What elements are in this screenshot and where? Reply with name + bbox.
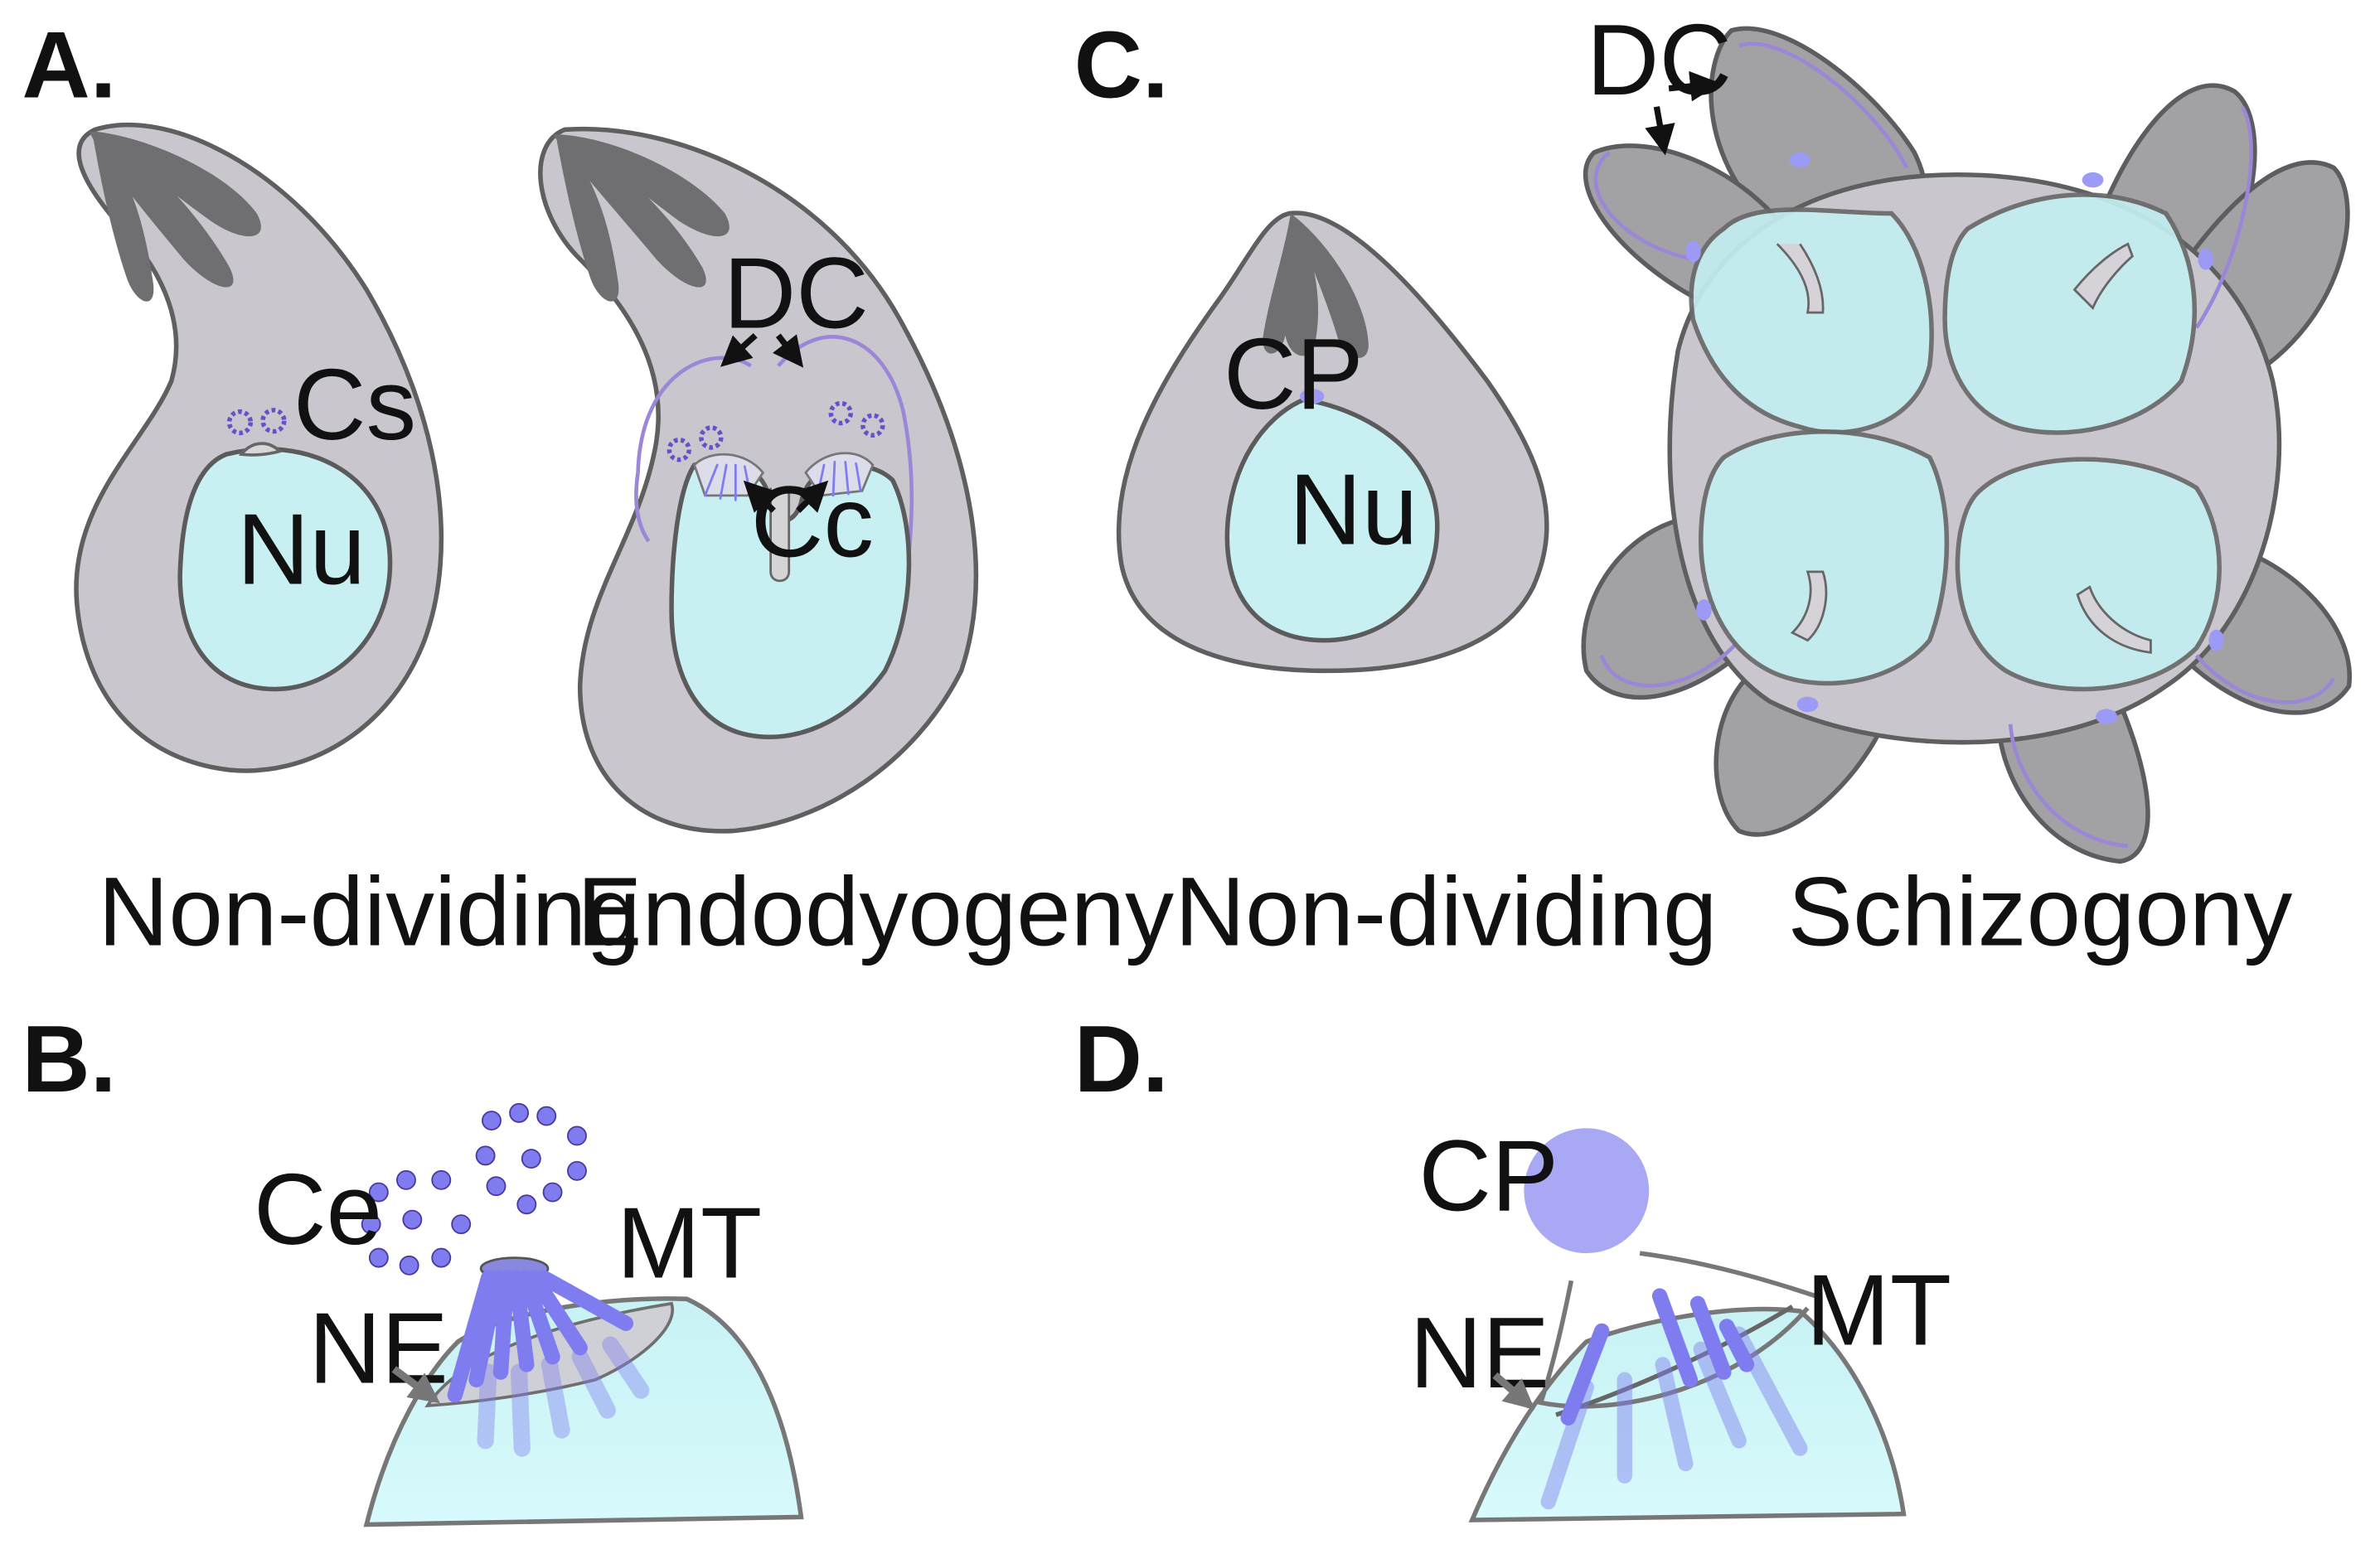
arrow-dc-right [772, 333, 804, 368]
nuclear-envelope-top [1639, 1251, 1816, 1299]
rhoptry-cluster [1263, 213, 1369, 359]
label-cc: Cc [751, 465, 874, 578]
panel-b: B. Ce [22, 1007, 804, 1527]
label-ne: NE [1409, 1296, 1549, 1409]
panel-d: D. CP MT NE [1074, 1007, 1951, 1522]
centrosome-1 [361, 1169, 472, 1276]
rhoptry-cluster [552, 133, 730, 302]
arrow-cc-right [796, 480, 829, 513]
arrow-dc-left [720, 332, 758, 367]
label-cs: Cs [293, 348, 416, 461]
panel-b-letter: B. [22, 1007, 116, 1112]
arrow-ne [1492, 1372, 1535, 1410]
nucleus-bottom-left [1696, 428, 1950, 713]
label-nu: Nu [237, 493, 366, 606]
nucleus-top-right [1942, 172, 2213, 435]
centrosome-left [666, 425, 724, 462]
centrosome-right [828, 400, 885, 438]
daughter-outlines [1593, 41, 2336, 849]
label-mt: MT [617, 1187, 762, 1300]
nucleus [1224, 397, 1440, 643]
arrow-dc-right [1668, 70, 1721, 102]
caption-c-schizogony: Schizogony [1788, 857, 2293, 966]
arrow-ne [391, 1366, 440, 1404]
microtubules [1560, 1288, 1755, 1426]
label-dc: DC [1587, 3, 1732, 116]
label-cp: CP [1224, 317, 1364, 430]
centrosome-pair [226, 408, 287, 436]
panel-d-letter: D. [1074, 1007, 1169, 1112]
panel-c-non-dividing-cell: CP Nu [1116, 211, 1549, 674]
centriolar-plaque [1524, 1128, 1650, 1254]
rhoptry-cluster [89, 131, 261, 302]
label-mt: MT [1806, 1253, 1951, 1366]
label-ce: Ce [254, 1153, 382, 1266]
panel-c-schizogony-cell: DC [1581, 3, 2353, 864]
panel-a-non-dividing-cell: Cs Nu [74, 122, 444, 773]
nucleus-bottom-right [1955, 457, 2224, 724]
arrow-cc-left [743, 480, 776, 513]
panel-c-letter: C. [1074, 13, 1169, 119]
panel-a-letter: A. [22, 13, 116, 119]
panel-a: A. Cs Nu [22, 13, 1174, 966]
centriolar-plaque [1299, 389, 1325, 404]
nucleus-top-left [1685, 152, 1934, 435]
label-dc: DC [724, 237, 869, 350]
microtubules [447, 1270, 634, 1403]
caption-a-endodyogeny: Endodyogeny [577, 857, 1174, 966]
centrosome-2 [475, 1102, 587, 1215]
nucleus [177, 447, 393, 692]
panel-a-endodyogeny-cell: DC Cc [538, 126, 979, 834]
label-ne: NE [308, 1291, 448, 1404]
caption-a-non-dividing: Non-dividing [98, 857, 640, 966]
label-cp: CP [1418, 1120, 1558, 1232]
arrow-dc-down [1645, 106, 1675, 156]
nuclear-envelope-inner [1555, 1305, 1794, 1417]
centriolar-plaque [238, 442, 283, 457]
microtubules-outer [477, 1336, 650, 1457]
panel-c: C. CP Nu [1074, 3, 2353, 966]
caption-c-non-dividing: Non-dividing [1175, 857, 1717, 966]
label-nu: Nu [1289, 453, 1418, 566]
